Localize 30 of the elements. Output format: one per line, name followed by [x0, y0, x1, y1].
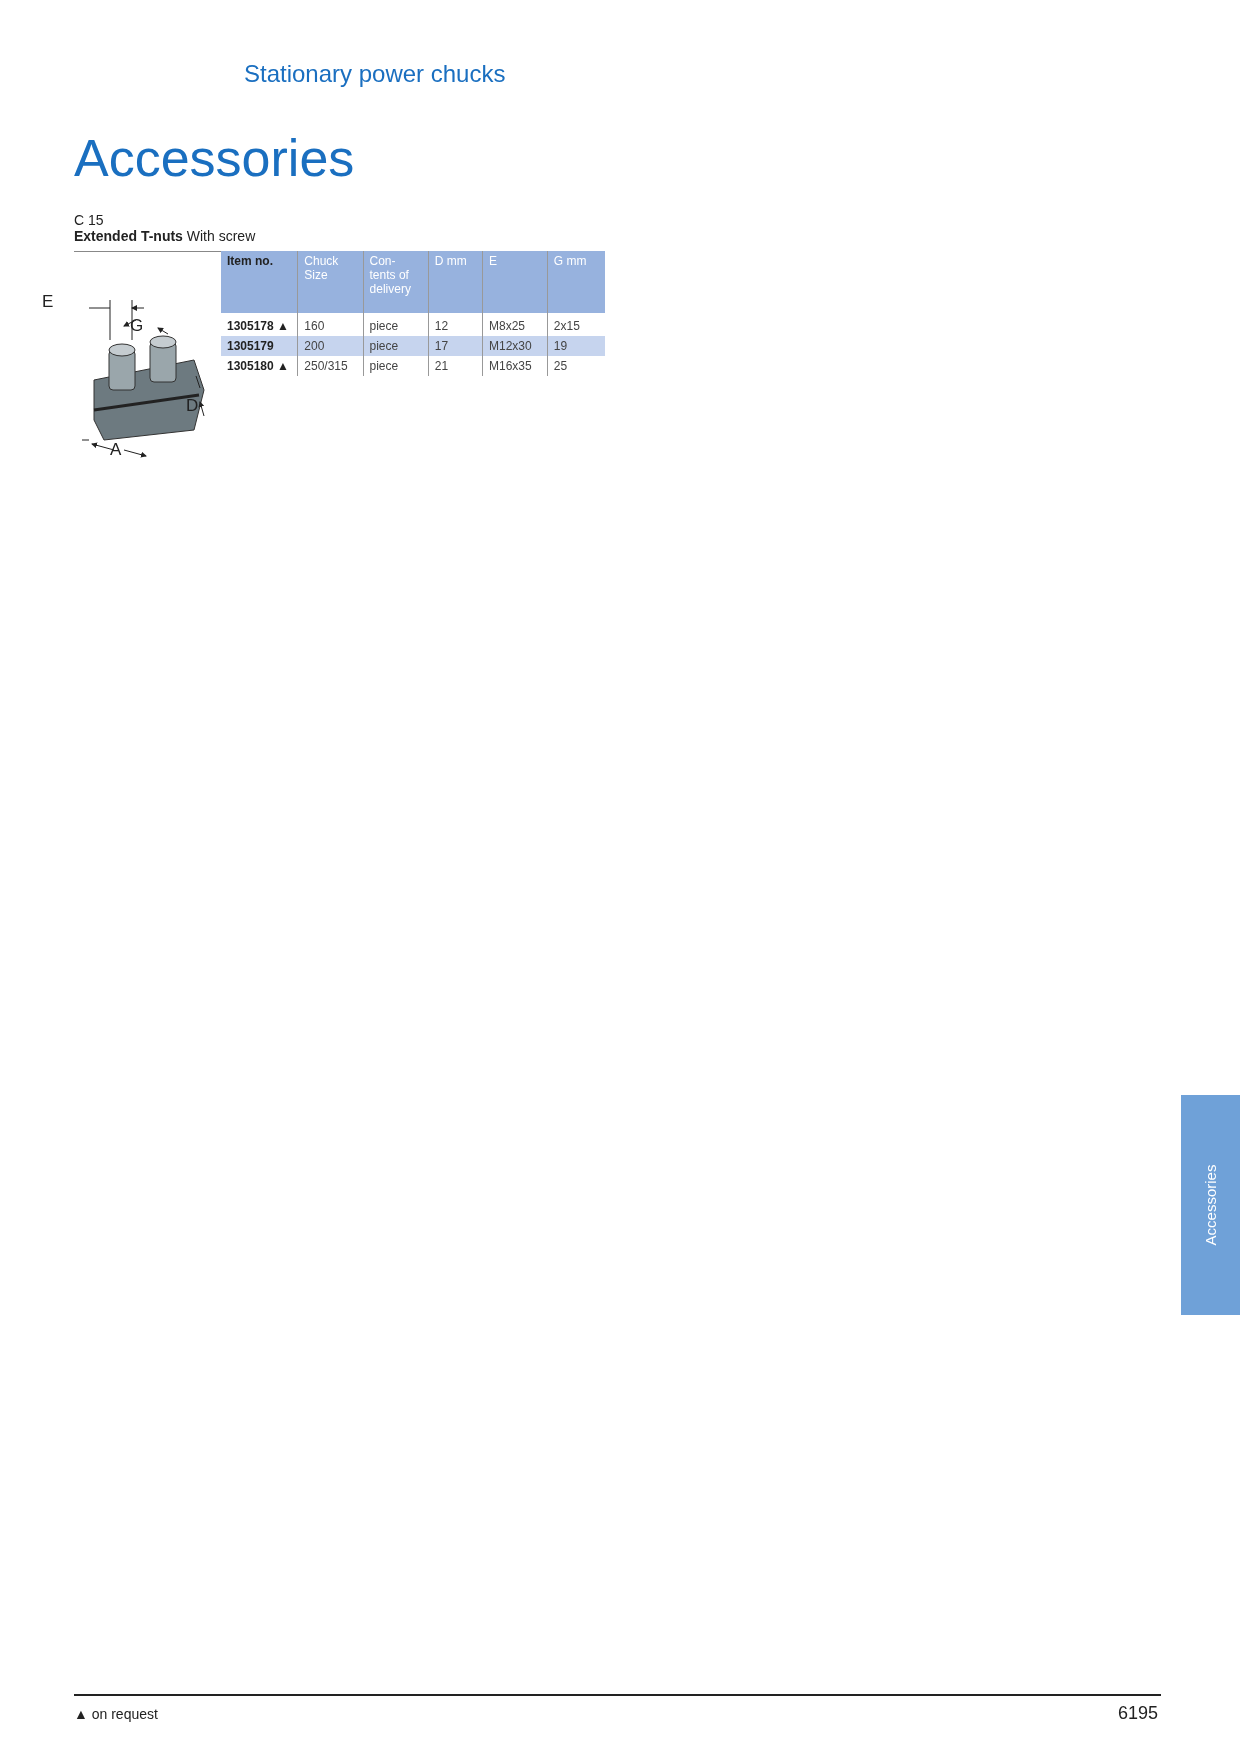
- header-cell: D mm: [428, 251, 483, 313]
- dimension-letter: A: [110, 440, 122, 460]
- chuck-size: 250/315: [297, 356, 364, 376]
- dimension-value: 21: [428, 356, 483, 376]
- section-code: C 15: [74, 212, 104, 228]
- dimension-letter: D: [186, 396, 199, 416]
- dimension-value: 19: [547, 336, 605, 356]
- section-header: Stationary power chucks: [244, 60, 506, 88]
- item-number: 1305178 ▲: [221, 313, 298, 336]
- footnote: ▲ on request: [74, 1706, 158, 1722]
- header-cell: E: [482, 251, 548, 313]
- page-title: Accessories: [74, 128, 355, 188]
- delivery-unit: piece: [363, 356, 429, 376]
- item-number: 1305179: [221, 336, 298, 356]
- header-cell: Item no.: [221, 251, 298, 313]
- header-cell: G mm: [547, 251, 605, 313]
- product-title: Extended T-nuts With screw: [74, 228, 256, 244]
- chuck-size: 200: [297, 336, 364, 356]
- dimension-letter: G: [130, 316, 144, 336]
- header-cell: Chuck Size: [297, 251, 364, 313]
- delivery-unit: piece: [363, 336, 429, 356]
- page-number: 6195: [1118, 1703, 1159, 1724]
- dimension-letter: E: [42, 292, 54, 312]
- dimension-value: 25: [547, 356, 605, 376]
- header-cell: Con- tents of delivery: [363, 251, 429, 313]
- dimension-value: 17: [428, 336, 483, 356]
- thread-size: M16x35: [482, 356, 548, 376]
- side-tab-text: Accessories: [1201, 1164, 1219, 1246]
- thread-size: M12x30: [482, 336, 548, 356]
- item-number: 1305180 ▲: [221, 356, 298, 376]
